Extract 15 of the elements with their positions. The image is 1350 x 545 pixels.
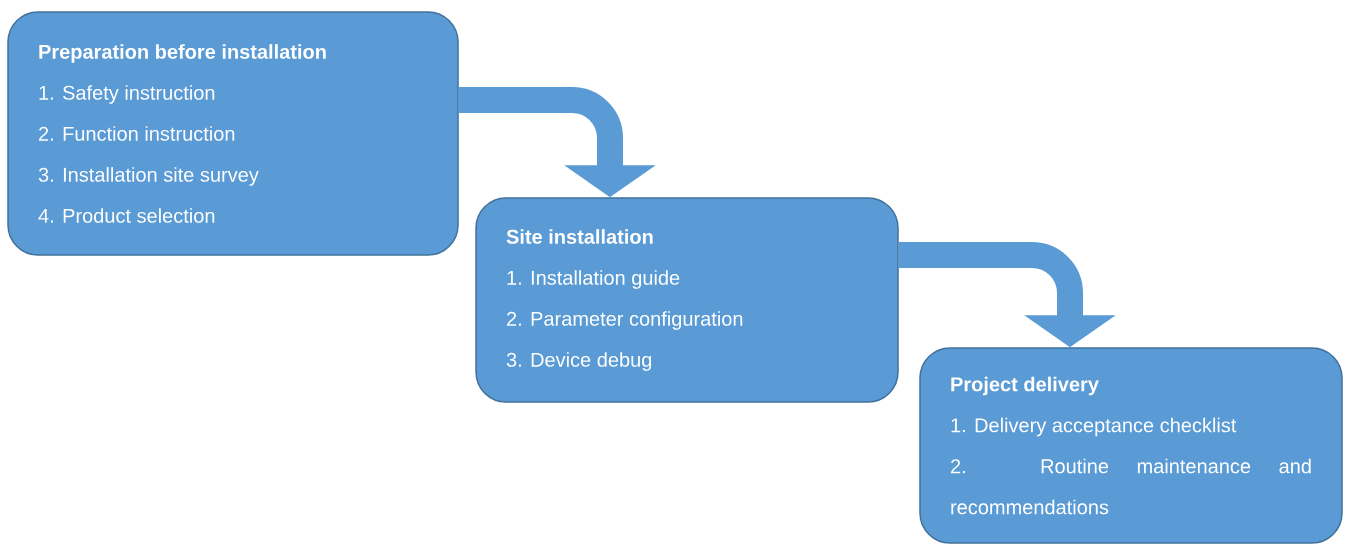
process-box: [7, 11, 459, 256]
heading: Preparation before installation: [39, 44, 326, 63]
list-item: 2. Function instruction: [39, 126, 235, 141]
heading: Site installation: [506, 229, 653, 244]
list-item: 2. Parameter configuration: [507, 311, 743, 330]
list-item: 3. Installation site survey: [38, 167, 259, 186]
list-item: 1. Installation guide: [507, 270, 680, 289]
process-box: [475, 197, 899, 403]
list-item: 2. Routine maintenance and recommendations: [951, 458, 1311, 515]
list-item: 1. Delivery acceptance checklist: [951, 417, 1237, 437]
process-box: [919, 347, 1343, 544]
list-item: 1. Safety instruction: [39, 85, 215, 104]
heading: Project delivery: [951, 376, 1099, 396]
list-item: 3. Device debug: [506, 352, 652, 371]
list-item: 4. Product selection: [38, 208, 215, 223]
